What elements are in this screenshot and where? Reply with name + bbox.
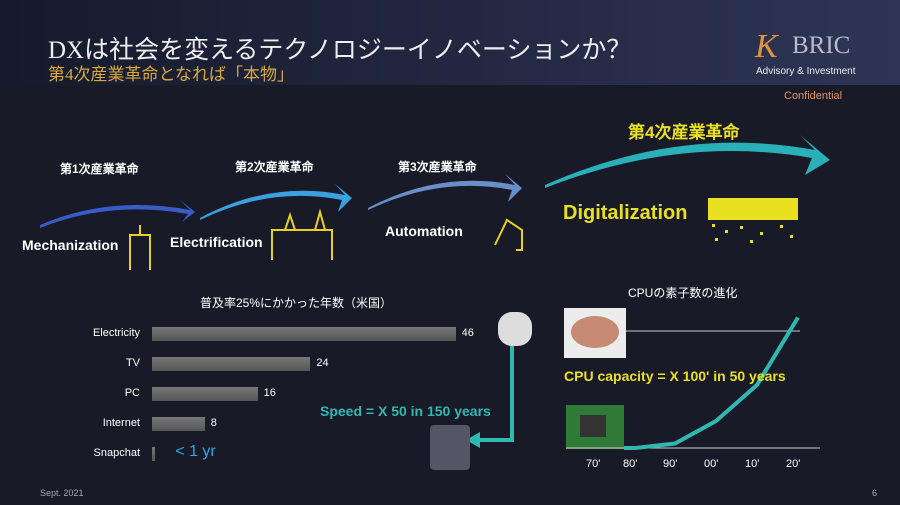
cpu-x-tick: 20' xyxy=(786,458,801,470)
digital-pixels xyxy=(712,224,793,243)
bar-category-label: PC xyxy=(124,387,140,399)
era-1-title: 第1次産業革命 xyxy=(60,162,139,176)
era-3-label: Automation xyxy=(385,223,463,239)
bar-value-label: 24 xyxy=(316,357,329,369)
bar xyxy=(152,357,311,371)
bar-value-label: 8 xyxy=(210,417,217,429)
industry-icons xyxy=(129,208,523,270)
bar-value-label: < 1 yr xyxy=(175,443,216,460)
era-3-title: 第3次産業革命 xyxy=(398,160,477,174)
speed-annotation: Speed = X 50 in 150 years xyxy=(320,403,491,419)
logo-mark: K xyxy=(755,28,778,65)
era-1-label: Mechanization xyxy=(22,237,119,253)
bar-category-label: Electricity xyxy=(92,327,140,339)
cpu-chart-title: CPUの素子数の進化 xyxy=(628,286,738,300)
era-2-title: 第2次産業革命 xyxy=(235,160,314,174)
cpu-annotation: CPU capacity = X 100' in 50 years xyxy=(564,368,786,384)
footer-date: Sept. 2021 xyxy=(40,488,84,498)
bar xyxy=(152,387,258,401)
slide-subtitle: 第4次産業革命となれば「本物」 xyxy=(48,65,294,84)
bar-value-label: 16 xyxy=(263,387,276,399)
arrow-4 xyxy=(545,135,830,188)
confidential-label: Confidential xyxy=(784,90,843,102)
era-2-label: Electrification xyxy=(170,234,263,250)
arrow-1 xyxy=(40,200,195,228)
bar-value-label: 46 xyxy=(461,327,474,339)
bar xyxy=(152,417,205,431)
cpu-x-tick: 70' xyxy=(586,458,601,470)
bar xyxy=(152,327,456,341)
speed-arrow xyxy=(478,345,514,442)
bar-category-label: Internet xyxy=(102,417,140,429)
arrow-3 xyxy=(368,174,522,210)
slide-title: DXは社会を変えるテクノロジーイノベーションか？ xyxy=(48,37,632,64)
page-number: 6 xyxy=(872,488,878,498)
digital-icon xyxy=(708,198,798,220)
cpu-x-tick: 80' xyxy=(623,458,638,470)
phone-image xyxy=(430,425,470,470)
bulb-image xyxy=(498,312,532,346)
bar xyxy=(152,447,156,461)
bar-category-label: Snapchat xyxy=(93,447,140,459)
logo-name: BRIC xyxy=(792,32,851,59)
header-band xyxy=(0,0,900,85)
era-4-label: Digitalization xyxy=(563,202,688,224)
bar-category-label: TV xyxy=(125,357,140,369)
adoption-chart-title: 普及率25%にかかった年数（米国） xyxy=(200,296,393,310)
logo-tagline: Advisory & Investment xyxy=(756,66,856,77)
cpu-x-tick: 00' xyxy=(704,458,719,470)
era-4-title: 第4次産業革命 xyxy=(628,123,740,142)
cpu-line xyxy=(624,316,800,450)
cpu-x-tick: 90' xyxy=(663,458,678,470)
cpu-x-tick: 10' xyxy=(745,458,760,470)
arrow-2 xyxy=(200,184,352,220)
